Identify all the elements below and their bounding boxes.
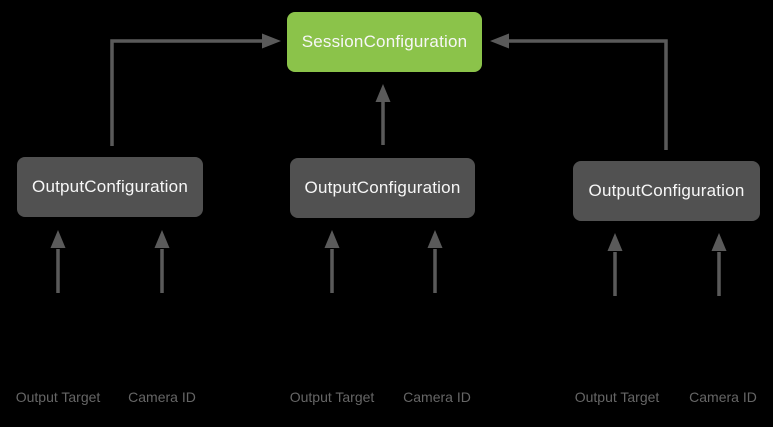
arrow-middle-output-to-session	[375, 84, 391, 145]
input-label-output-target-left: Output Target	[15, 389, 101, 405]
input-label-camera-id-left: Camera ID	[128, 389, 196, 405]
arrow-output-target-middle	[324, 230, 340, 293]
node-output-configuration-middle-label: OutputConfiguration	[304, 178, 461, 197]
node-session-configuration: SessionConfiguration	[287, 12, 482, 72]
arrow-output-target-right	[607, 233, 623, 296]
node-output-configuration-middle: OutputConfiguration	[290, 158, 475, 218]
input-label-output-target-right: Output Target	[574, 389, 660, 405]
node-output-configuration-right-label: OutputConfiguration	[588, 181, 745, 200]
input-label-camera-id-right: Camera ID	[689, 389, 757, 405]
input-label-output-target-middle: Output Target	[289, 389, 375, 405]
node-output-configuration-left-label: OutputConfiguration	[32, 177, 188, 196]
arrow-right-output-to-session	[490, 33, 668, 150]
arrow-camera-id-right	[711, 233, 727, 296]
node-output-configuration-right: OutputConfiguration	[573, 161, 760, 221]
node-session-configuration-label: SessionConfiguration	[301, 32, 468, 51]
arrow-left-output-to-session	[110, 33, 281, 146]
input-label-camera-id-middle: Camera ID	[403, 389, 471, 405]
arrow-camera-id-left	[154, 230, 170, 293]
arrow-output-target-left	[50, 230, 66, 293]
arrow-camera-id-middle	[427, 230, 443, 293]
node-output-configuration-left: OutputConfiguration	[17, 157, 203, 217]
